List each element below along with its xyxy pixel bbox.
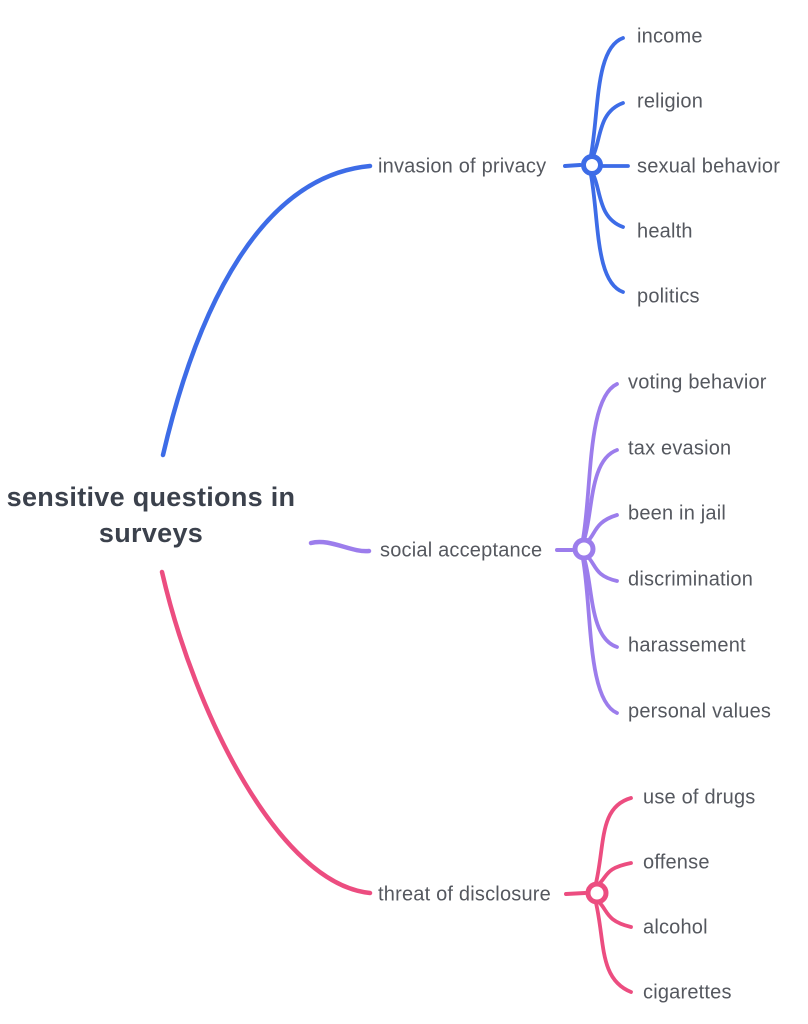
- leaf-label-voting-behavior: voting behavior: [628, 371, 767, 394]
- leaf-label-sexual-behavior: sexual behavior: [637, 155, 781, 178]
- leaf-label-use-of-drugs: use of drugs: [643, 786, 756, 809]
- leaf-connector-been-in-jail: [585, 513, 619, 544]
- leaf-connector-voting-behavior: [581, 382, 619, 541]
- leaf-label-health: health: [637, 220, 693, 243]
- leaf-connector-harassement: [582, 556, 619, 649]
- leaf-connector-discrimination: [585, 554, 619, 583]
- branch-curve-invasion-of-privacy: [160, 163, 373, 458]
- leaf-label-politics: politics: [637, 285, 700, 308]
- branch-node-circle-threat-of-disclosure: [585, 881, 609, 905]
- branch-node-circle-social-acceptance: [572, 537, 596, 561]
- leaf-connector-tax-evasion: [582, 448, 619, 542]
- leaf-connector-cigarettes: [594, 901, 633, 994]
- leaf-label-offense: offense: [643, 851, 710, 874]
- leaf-label-personal-values: personal values: [628, 700, 772, 723]
- branch-label-social-acceptance: social acceptance: [380, 539, 543, 562]
- branch-curve-threat-of-disclosure: [159, 569, 373, 896]
- branch-label-threat-of-disclosure: threat of disclosure: [378, 883, 551, 906]
- leaf-connector-alcohol: [597, 900, 633, 929]
- leaf-label-discrimination: discrimination: [628, 568, 754, 591]
- branch-node-circle-invasion-of-privacy: [581, 154, 603, 176]
- leaf-label-harassement: harassement: [628, 634, 746, 657]
- leaf-label-religion: religion: [637, 90, 704, 113]
- leaf-connector-religion: [591, 101, 625, 158]
- leaf-label-been-in-jail: been in jail: [628, 502, 727, 525]
- leaf-connector-offense: [597, 861, 633, 886]
- leaf-connector-personal-values: [581, 557, 619, 715]
- root-node-label: sensitive questions in surveys: [6, 482, 296, 548]
- leaf-connector-politics: [589, 173, 625, 294]
- leaf-label-alcohol: alcohol: [643, 916, 708, 939]
- branch-stub-threat-of-disclosure: [564, 891, 587, 896]
- leaf-connector-income: [589, 36, 625, 157]
- leaf-label-tax-evasion: tax evasion: [628, 437, 732, 460]
- leaf-connector-use-of-drugs: [594, 796, 633, 885]
- leaf-label-cigarettes: cigarettes: [643, 981, 732, 1004]
- branch-label-invasion-of-privacy: invasion of privacy: [378, 155, 547, 178]
- branch-curve-social-acceptance: [308, 539, 372, 554]
- branch-stub-invasion-of-privacy: [563, 163, 582, 168]
- leaf-connector-health: [591, 172, 625, 229]
- leaf-label-income: income: [637, 25, 703, 48]
